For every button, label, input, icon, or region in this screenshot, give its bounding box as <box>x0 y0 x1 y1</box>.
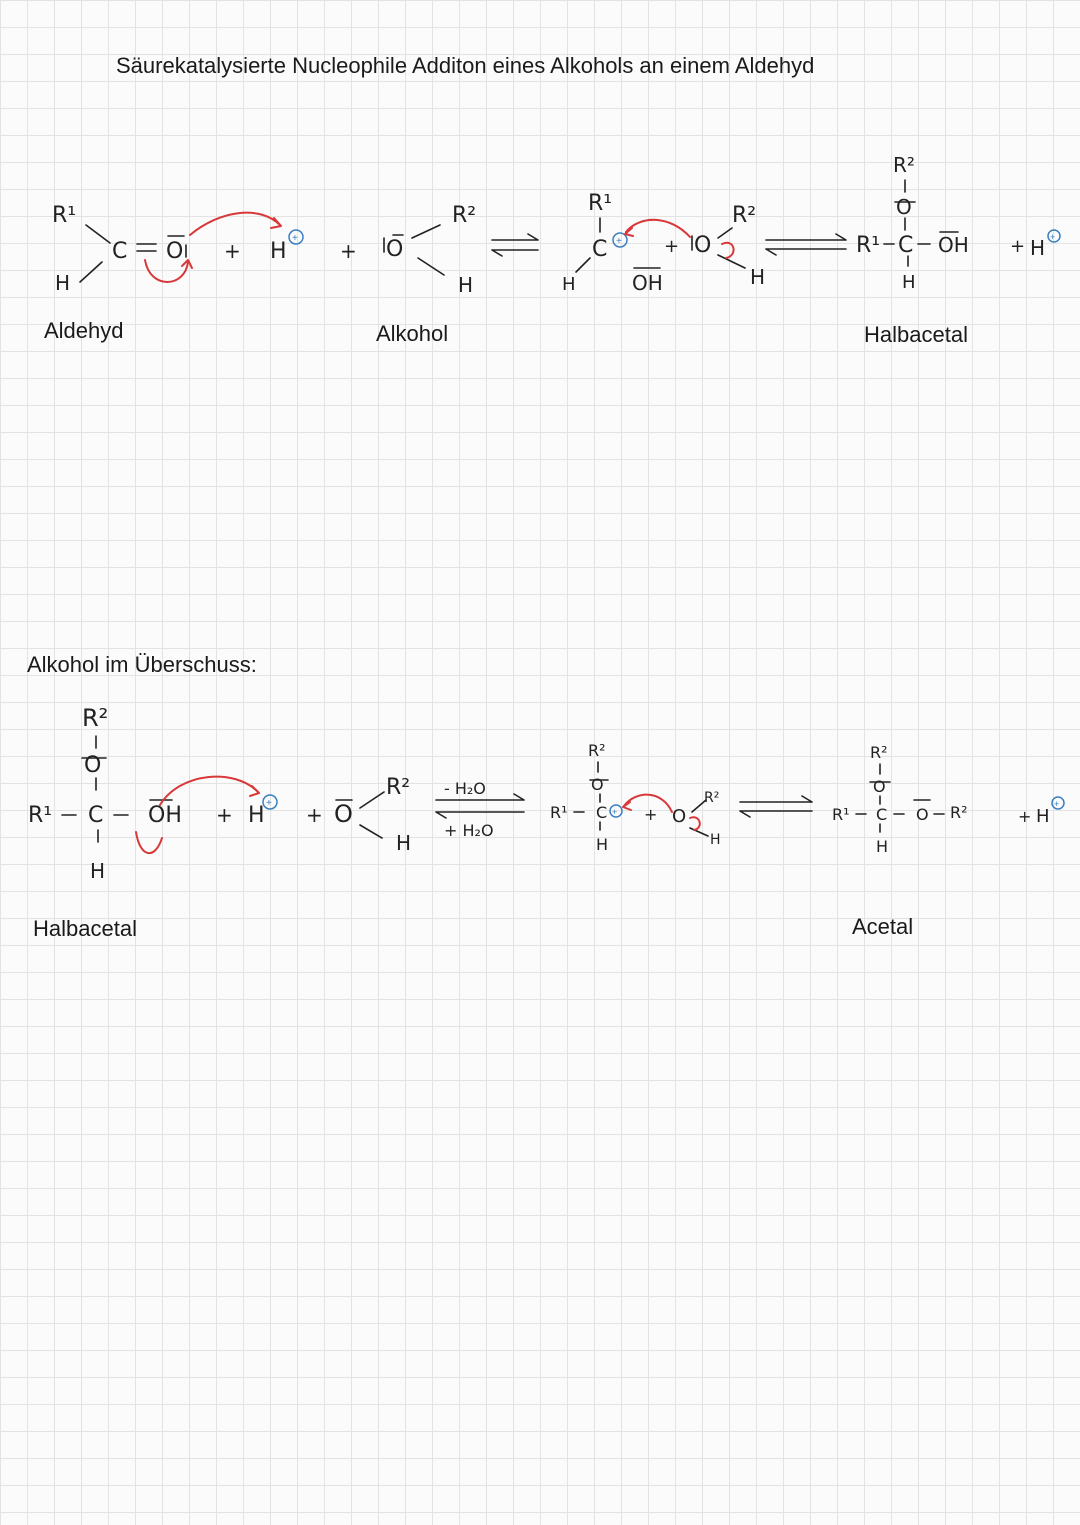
svg-text:C: C <box>592 237 607 262</box>
red-arrowhead <box>624 227 634 237</box>
svg-text:R²: R² <box>588 741 606 760</box>
svg-text:OH: OH <box>632 271 663 295</box>
svg-text:H: H <box>596 835 608 854</box>
label-alkohol: Alkohol <box>376 321 449 346</box>
svg-text:H: H <box>710 832 721 848</box>
svg-text:O: O <box>334 800 353 828</box>
svg-text:H: H <box>55 271 70 295</box>
page-title: Säurekatalysierte Nucleophile Additon ei… <box>116 53 815 78</box>
svg-text:O: O <box>386 237 403 262</box>
svg-text:R²: R² <box>452 203 476 228</box>
svg-text:+: + <box>292 233 298 244</box>
red-arrow-acetal-attack <box>623 793 673 813</box>
equilibrium-arrow-1 <box>491 233 539 257</box>
aldehyde-structure: R¹ H C O + H + <box>52 203 304 295</box>
svg-text:R²: R² <box>893 153 915 177</box>
oxocarbenium-intermediate: R² O R¹ C + H + O R² H <box>550 741 721 854</box>
red-arrow-acetal-lone-pair <box>689 816 701 831</box>
svg-text:H: H <box>1030 236 1045 260</box>
section-heading-excess: Alkohol im Überschuss: <box>27 652 257 677</box>
alcohol-structure-2: + O R² H <box>306 775 411 855</box>
minus-water-label: - H₂O <box>444 779 486 798</box>
svg-text:R¹: R¹ <box>28 803 52 828</box>
svg-text:+: + <box>1010 236 1025 257</box>
svg-text:H: H <box>458 273 473 297</box>
svg-text:+: + <box>340 239 357 263</box>
svg-text:OH: OH <box>148 803 182 828</box>
svg-text:O: O <box>672 806 686 827</box>
red-arrow-lone-pair <box>721 241 735 259</box>
label-halbacetal-1: Halbacetal <box>864 322 968 347</box>
label-halbacetal-2: Halbacetal <box>33 916 137 941</box>
svg-text:O: O <box>694 233 711 258</box>
red-arrowhead <box>270 217 282 229</box>
svg-text:R²: R² <box>704 790 719 806</box>
red-arrow-nucleophile-attack <box>625 218 691 238</box>
svg-text:+: + <box>266 798 272 809</box>
alcohol-structure: + O R² H <box>340 203 476 297</box>
red-arrow-proton-attack <box>189 211 281 236</box>
svg-text:H: H <box>90 859 105 883</box>
equilibrium-arrow-2 <box>765 233 847 256</box>
svg-text:R²: R² <box>82 704 108 732</box>
svg-text:H: H <box>902 272 916 293</box>
red-arrowhead <box>249 785 260 797</box>
svg-text:R¹: R¹ <box>832 805 850 824</box>
equilibrium-arrow-3 <box>739 795 813 818</box>
svg-text:O: O <box>166 239 183 264</box>
carbocation-intermediate: R¹ C + H OH + O R² H <box>562 191 765 295</box>
svg-text:H: H <box>1036 806 1050 827</box>
svg-text:+: + <box>306 803 323 827</box>
plus-water-label: + H₂O <box>444 821 494 840</box>
svg-text:R¹: R¹ <box>52 203 76 228</box>
svg-text:OH: OH <box>938 233 969 257</box>
svg-text:R¹: R¹ <box>550 803 568 822</box>
svg-text:C: C <box>88 803 103 828</box>
svg-text:H: H <box>876 837 888 856</box>
red-arrowhead <box>181 259 193 269</box>
svg-text:O: O <box>896 195 912 219</box>
svg-text:R²: R² <box>950 803 968 822</box>
svg-text:+: + <box>644 805 657 824</box>
svg-text:O: O <box>916 805 929 824</box>
label-aldehyd: Aldehyd <box>44 318 124 343</box>
svg-text:+: + <box>1054 799 1059 809</box>
red-arrow-lone-pair-oh <box>135 831 163 855</box>
halbacetal-structure-1: R² O R¹ C OH H + H + <box>856 153 1061 293</box>
svg-text:+: + <box>612 807 617 817</box>
svg-text:+: + <box>664 236 679 257</box>
svg-text:H: H <box>248 803 265 828</box>
halbacetal-structure-2: R² O R¹ C OH H + H + <box>28 704 278 883</box>
svg-text:R²: R² <box>386 775 410 800</box>
svg-text:R²: R² <box>732 203 756 228</box>
red-arrow-pi-bond <box>144 259 189 283</box>
equilibrium-arrow-water: - H₂O + H₂O <box>435 779 525 840</box>
acetal-structure: R² O R¹ C O R² H + H + <box>832 743 1065 856</box>
svg-text:H: H <box>562 274 576 295</box>
svg-text:C: C <box>898 233 913 258</box>
svg-text:R¹: R¹ <box>856 233 880 258</box>
svg-text:+: + <box>1018 807 1031 826</box>
svg-text:C: C <box>876 805 887 824</box>
svg-text:O: O <box>873 777 886 796</box>
svg-text:H: H <box>270 239 287 264</box>
svg-text:+: + <box>224 239 241 263</box>
svg-text:H: H <box>750 265 765 289</box>
svg-text:+: + <box>616 236 622 247</box>
label-acetal: Acetal <box>852 914 914 939</box>
svg-text:O: O <box>84 753 101 778</box>
red-arrowhead <box>622 801 632 811</box>
red-arrow-protonation-oh <box>159 775 259 806</box>
svg-text:C: C <box>112 239 127 264</box>
svg-text:+: + <box>1050 232 1055 242</box>
svg-text:R¹: R¹ <box>588 191 612 216</box>
svg-text:R²: R² <box>870 743 888 762</box>
svg-text:O: O <box>591 775 604 794</box>
svg-text:+: + <box>216 803 233 827</box>
svg-text:C: C <box>596 803 607 822</box>
svg-text:H: H <box>396 831 411 855</box>
